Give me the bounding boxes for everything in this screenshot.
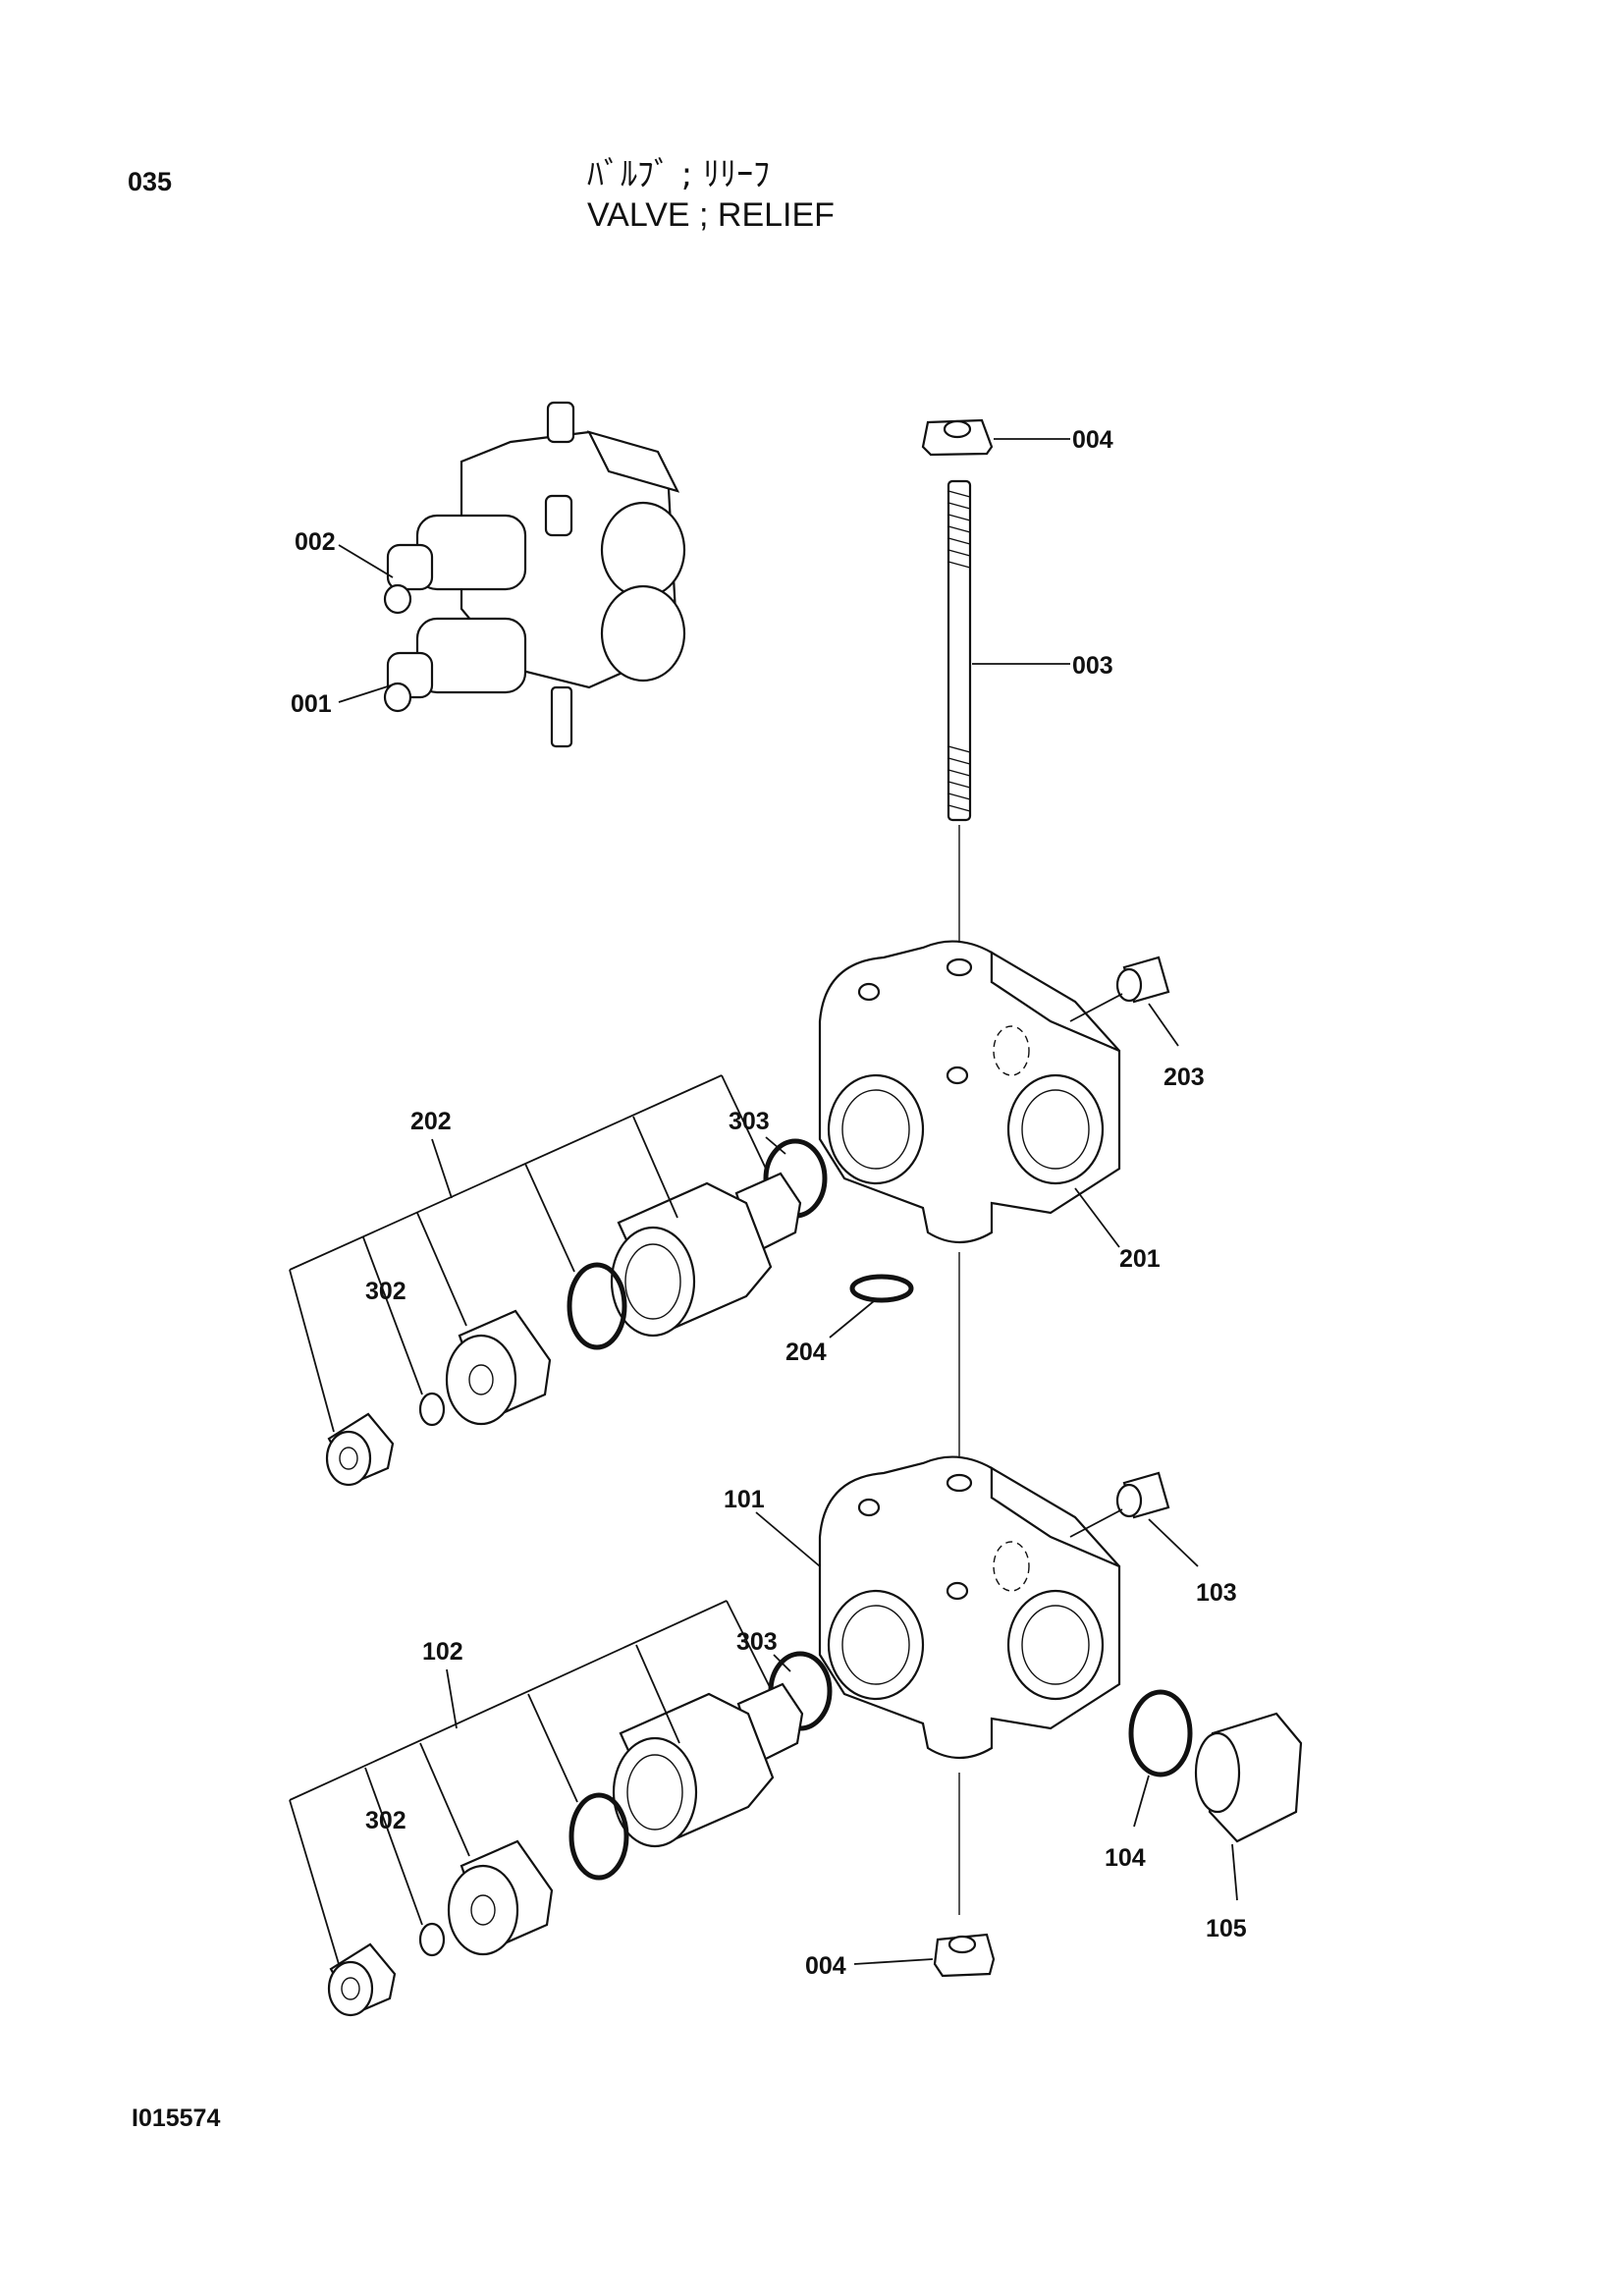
stud-bolt-003 xyxy=(947,479,972,822)
plug-105 xyxy=(1194,1712,1303,1843)
callout-105: 105 xyxy=(1206,1915,1247,1942)
callout-204: 204 xyxy=(785,1339,827,1366)
valve-body-201 xyxy=(818,940,1121,1243)
valve-body-101 xyxy=(818,1455,1121,1759)
plug-103 xyxy=(1115,1471,1170,1519)
o-ring-104 xyxy=(1128,1689,1193,1777)
callout-303-upper: 303 xyxy=(729,1108,770,1135)
plug-203 xyxy=(1115,956,1170,1004)
assembled-valve-view xyxy=(338,401,686,748)
nut-004-bottom xyxy=(933,1933,996,1978)
callout-003: 003 xyxy=(1072,652,1113,680)
callout-001: 001 xyxy=(291,690,332,718)
relief-cartridge-202 xyxy=(325,1138,828,1487)
callout-101: 101 xyxy=(724,1486,765,1513)
bracket-102 xyxy=(289,1600,772,1965)
callout-203: 203 xyxy=(1163,1064,1205,1091)
page-number: 035 xyxy=(128,167,173,196)
callout-002: 002 xyxy=(295,528,336,556)
callout-103: 103 xyxy=(1196,1579,1237,1607)
callout-201: 201 xyxy=(1119,1245,1161,1273)
o-ring-204 xyxy=(849,1274,914,1303)
callout-303-lower: 303 xyxy=(736,1628,778,1656)
bracket-202 xyxy=(289,1074,767,1433)
title-english: VALVE ; RELIEF xyxy=(587,196,835,234)
figure-code: I015574 xyxy=(132,2105,221,2132)
title-japanese: ﾊﾞﾙﾌﾞ ; ﾘﾘｰﾌ xyxy=(587,155,771,194)
callout-302-upper: 302 xyxy=(365,1278,406,1305)
callout-004-bottom: 004 xyxy=(805,1952,846,1980)
nut-004-top xyxy=(921,418,994,457)
relief-cartridge-102 xyxy=(327,1651,833,2017)
callout-302-lower: 302 xyxy=(365,1807,406,1834)
callout-102: 102 xyxy=(422,1638,463,1666)
callout-202: 202 xyxy=(410,1108,452,1135)
callout-004-top: 004 xyxy=(1072,426,1113,454)
callout-104: 104 xyxy=(1105,1844,1146,1872)
